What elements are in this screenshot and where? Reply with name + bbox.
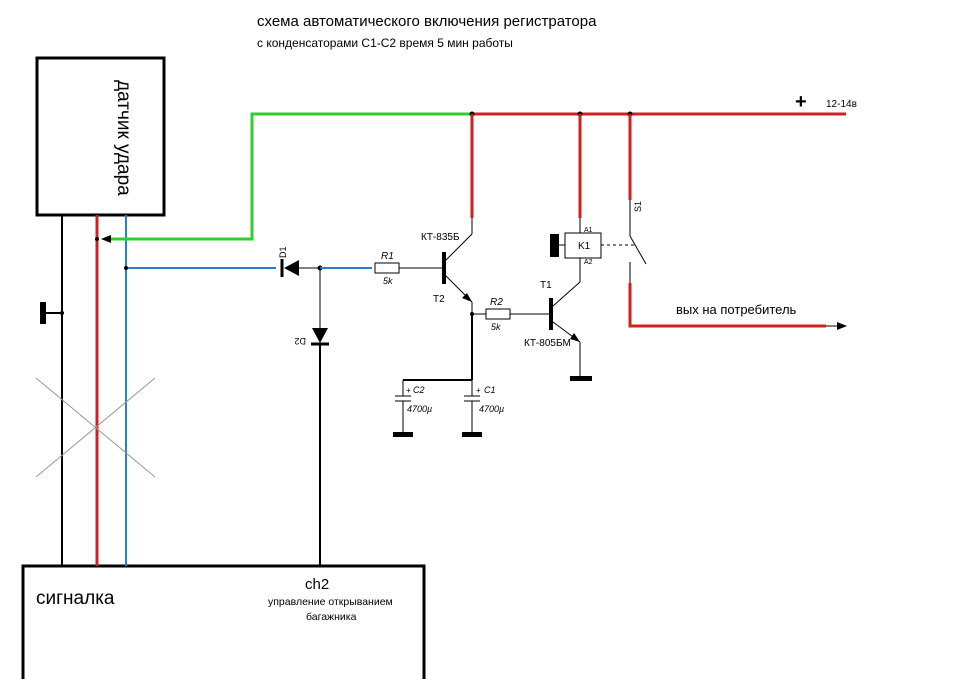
- c2-value: 4700µ: [407, 404, 432, 414]
- d1-label: D1: [278, 246, 288, 258]
- t1-label: T1: [540, 280, 552, 291]
- k1-label: K1: [578, 241, 591, 252]
- shock-sensor-label: датчик удара: [113, 80, 134, 196]
- alarm-block: [21, 564, 426, 679]
- title-line-2: с конденсаторами С1-С2 время 5 мин работ…: [257, 36, 513, 50]
- diode-d2: [312, 328, 328, 343]
- title-line-1: схема автоматического включения регистра…: [257, 13, 597, 30]
- capacitor-c2: [393, 380, 413, 437]
- r1-value: 5k: [383, 276, 393, 286]
- resistor-r2: [485, 308, 511, 320]
- c2-plus: +: [406, 386, 411, 395]
- transistor-t1: [549, 281, 581, 343]
- c2-label: C2: [413, 385, 425, 395]
- output-label: вых на потребитель: [676, 302, 797, 317]
- output-wire: [628, 283, 826, 328]
- plus-sign: +: [795, 91, 807, 113]
- green-wire: [108, 112, 472, 241]
- c1-plus: +: [476, 386, 481, 395]
- alarm-label: сигналка: [36, 588, 115, 609]
- a1-label: A1: [584, 227, 593, 234]
- channel-desc-1: управление открыванием: [268, 596, 393, 608]
- ground-t1: [570, 376, 592, 381]
- resistor-r1: [374, 262, 400, 274]
- channel-desc-2: багажника: [306, 611, 357, 623]
- transistor-t2: [442, 233, 473, 303]
- wire-break-mark: [40, 302, 46, 324]
- c1-label: C1: [484, 385, 496, 395]
- t2-label: T2: [433, 294, 445, 305]
- r2-label: R2: [490, 297, 503, 308]
- capacitor-c1: [462, 380, 482, 437]
- d2-label: D2: [294, 336, 306, 346]
- voltage-label: 12-14в: [826, 99, 857, 110]
- switch-s1: [629, 235, 647, 265]
- s1-label: S1: [633, 201, 643, 212]
- r2-value: 5k: [491, 322, 501, 332]
- a2-label: A2: [584, 259, 593, 266]
- shock-sensor-block: [35, 56, 166, 217]
- t1-model-label: КТ-805БМ: [524, 338, 571, 349]
- r1-label: R1: [381, 251, 394, 262]
- channel-label: ch2: [305, 576, 329, 593]
- t2-model-label: КТ-835Б: [421, 232, 460, 243]
- diode-d1: [284, 260, 299, 276]
- c1-value: 4700µ: [479, 404, 504, 414]
